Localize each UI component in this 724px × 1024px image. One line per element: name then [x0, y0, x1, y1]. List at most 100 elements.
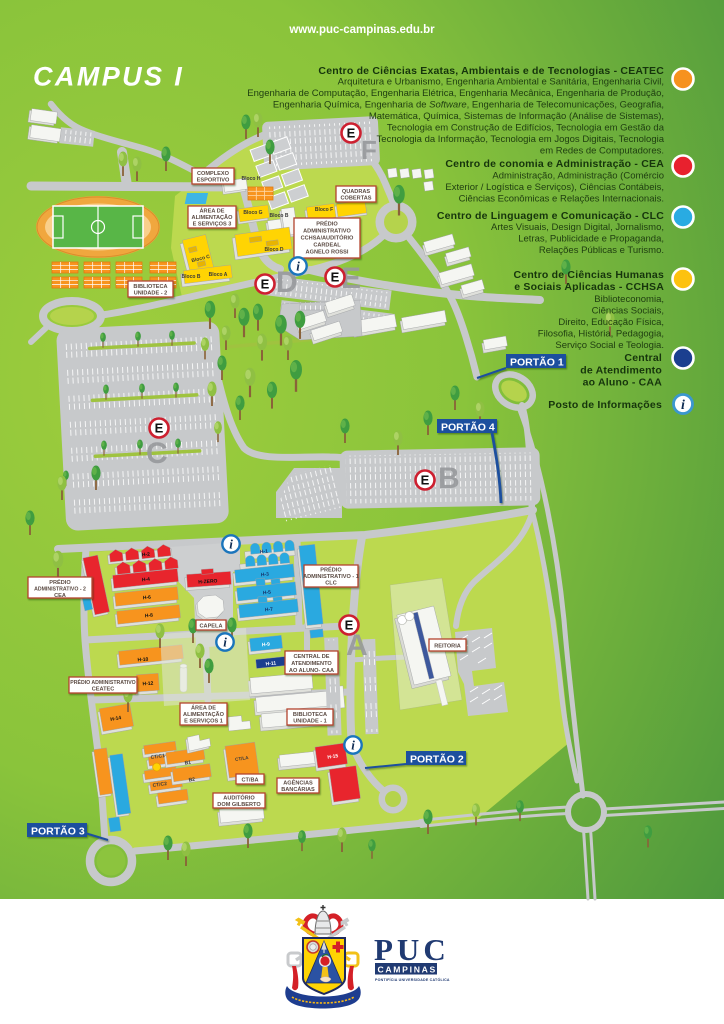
svg-text:Filosofia, História, Pedagogia: Filosofia, História, Pedagogia, — [538, 329, 664, 340]
svg-text:Ciências Econômicas e Relações: Ciências Econômicas e Relações Internaci… — [459, 194, 664, 205]
svg-text:Artes Visuais, Design Digital,: Artes Visuais, Design Digital, Jornalism… — [491, 222, 664, 233]
svg-text:H-7: H-7 — [265, 607, 274, 614]
svg-text:H-11: H-11 — [265, 660, 276, 667]
svg-text:CENTRAL DE: CENTRAL DE — [294, 654, 330, 660]
svg-text:CEATEC: CEATEC — [92, 687, 115, 693]
svg-text:C: C — [146, 437, 168, 470]
svg-text:COBERTAS: COBERTAS — [341, 196, 372, 202]
svg-text:Bloco B: Bloco B — [270, 213, 289, 219]
svg-text:B1: B1 — [184, 760, 191, 767]
svg-text:PORTÃO 4: PORTÃO 4 — [441, 421, 495, 434]
svg-text:H-9: H-9 — [262, 642, 271, 649]
svg-text:Matemática, Química, Sistemas: Matemática, Química, Sistemas de Informa… — [369, 111, 664, 122]
svg-text:Centro de conomia e Administra: Centro de conomia e Administração - CEA — [445, 158, 664, 170]
svg-text:ATENDIMENTO: ATENDIMENTO — [291, 661, 332, 667]
svg-text:AO ALUNO- CAA: AO ALUNO- CAA — [289, 668, 334, 674]
svg-text:CT/C1: CT/C1 — [150, 753, 165, 761]
svg-text:ÁREA DE: ÁREA DE — [200, 208, 225, 215]
svg-text:CAPELA: CAPELA — [200, 624, 223, 630]
svg-text:H-8: H-8 — [145, 613, 154, 620]
svg-text:H-15: H-15 — [327, 753, 339, 760]
svg-text:Serviço Social e Teologia.: Serviço Social e Teologia. — [555, 340, 664, 351]
svg-text:PONTIFÍCIA UNIVERSIDADE CATÓLI: PONTIFÍCIA UNIVERSIDADE CATÓLICA — [375, 977, 450, 982]
svg-text:Biblioteconomia,: Biblioteconomia, — [594, 294, 664, 305]
svg-text:E SERVIÇOS 1: E SERVIÇOS 1 — [184, 719, 223, 725]
svg-text:DOM GILBERTO: DOM GILBERTO — [217, 802, 261, 808]
svg-text:PORTÃO 2: PORTÃO 2 — [410, 753, 464, 766]
svg-text:H-6: H-6 — [143, 595, 152, 602]
svg-text:PUC: PUC — [374, 932, 450, 967]
svg-text:AUDITÓRIO: AUDITÓRIO — [223, 794, 255, 802]
svg-text:A: A — [346, 629, 368, 662]
svg-text:Engenharia Química, Engenharia: Engenharia Química, Engenharia de Softwa… — [273, 100, 664, 111]
svg-text:ALIMENTAÇÃO: ALIMENTAÇÃO — [192, 214, 234, 221]
svg-text:CEA: CEA — [54, 593, 66, 599]
svg-text:Posto de Informações: Posto de Informações — [548, 399, 662, 411]
svg-text:H-3: H-3 — [261, 572, 270, 579]
svg-text:H-10: H-10 — [137, 657, 148, 664]
svg-text:Relações Públicas e Turismo.: Relações Públicas e Turismo. — [539, 245, 664, 256]
svg-text:H-4: H-4 — [142, 577, 151, 584]
svg-text:COMPLEXO: COMPLEXO — [197, 171, 230, 177]
svg-text:ÁREA DE: ÁREA DE — [191, 705, 216, 712]
svg-text:CARDEAL: CARDEAL — [313, 243, 341, 249]
svg-text:UNIDADE - 1: UNIDADE - 1 — [293, 719, 327, 725]
svg-text:de Atendimento: de Atendimento — [580, 365, 662, 377]
svg-text:BIBLIOTECA: BIBLIOTECA — [293, 712, 327, 718]
svg-text:E: E — [341, 262, 361, 295]
svg-text:Bloco D: Bloco D — [265, 247, 284, 253]
svg-text:CT/LA: CT/LA — [235, 755, 250, 762]
svg-text:CLC: CLC — [325, 581, 337, 587]
svg-text:D: D — [276, 266, 298, 299]
svg-text:ESPORTIVO: ESPORTIVO — [197, 178, 230, 184]
svg-text:Administração, Administração (: Administração, Administração (Comércio — [492, 171, 664, 182]
svg-text:Centro de Linguagem e Comunica: Centro de Linguagem e Comunicação - CLC — [437, 210, 664, 222]
svg-text:CCHSA/AUDITÓRIO: CCHSA/AUDITÓRIO — [301, 234, 354, 242]
svg-text:Direito, Educação Física,: Direito, Educação Física, — [558, 317, 664, 328]
svg-text:Letras, Publicidade e Propagan: Letras, Publicidade e Propaganda, — [518, 234, 664, 245]
svg-text:PORTÃO 3: PORTÃO 3 — [31, 825, 85, 838]
svg-text:QUADRAS: QUADRAS — [342, 189, 371, 195]
svg-text:CT/C2: CT/C2 — [152, 781, 167, 789]
svg-text:CAMPUS I: CAMPUS I — [33, 62, 184, 92]
svg-text:Tecnologia da Informação, Tecn: Tecnologia da Informação, Tecnologia em … — [377, 134, 665, 145]
svg-text:H-12: H-12 — [142, 681, 153, 688]
svg-text:F: F — [361, 135, 377, 165]
svg-text:Bloco B: Bloco B — [182, 274, 201, 280]
svg-text:CAMPINAS: CAMPINAS — [378, 965, 437, 975]
svg-text:UNIDADE - 2: UNIDADE - 2 — [134, 291, 168, 297]
svg-text:B2: B2 — [188, 777, 195, 784]
svg-text:BANCÁRIAS: BANCÁRIAS — [281, 786, 315, 793]
svg-text:H-2: H-2 — [142, 552, 151, 559]
svg-text:Ciências Sociais,: Ciências Sociais, — [592, 306, 664, 317]
svg-text:www.puc-campinas.edu.br: www.puc-campinas.edu.br — [288, 24, 435, 36]
svg-text:ADMINISTRATIVO: ADMINISTRATIVO — [303, 229, 351, 235]
svg-text:Centro de Ciências Exatas, Amb: Centro de Ciências Exatas, Ambientais e … — [318, 65, 664, 77]
svg-text:ADMINISTRATIVO - 2: ADMINISTRATIVO - 2 — [34, 587, 86, 593]
svg-text:Bloco A: Bloco A — [209, 272, 228, 278]
svg-text:B: B — [438, 462, 460, 495]
svg-text:PRÉDIO: PRÉDIO — [316, 220, 338, 228]
svg-text:Bloco C: Bloco C — [191, 254, 211, 264]
svg-text:Bloco F: Bloco F — [315, 207, 333, 213]
svg-text:ALIMENTAÇÃO: ALIMENTAÇÃO — [183, 711, 225, 718]
svg-text:i: i — [681, 398, 685, 413]
svg-text:H-5: H-5 — [263, 590, 272, 597]
svg-text:Bloco G: Bloco G — [243, 210, 262, 216]
svg-text:PRÉDIO: PRÉDIO — [49, 578, 71, 586]
svg-text:PORTÃO 1: PORTÃO 1 — [510, 356, 564, 369]
svg-text:em Redes de Computadores.: em Redes de Computadores. — [540, 146, 664, 157]
svg-text:ADMINISTRATIVO - 1: ADMINISTRATIVO - 1 — [303, 574, 359, 580]
svg-text:AGNELO ROSSI: AGNELO ROSSI — [306, 250, 349, 256]
svg-text:Bloco H: Bloco H — [242, 176, 261, 182]
svg-text:PRÉDIO ADMINISTRATIVO: PRÉDIO ADMINISTRATIVO — [70, 678, 135, 686]
svg-text:AGÊNCIAS: AGÊNCIAS — [283, 779, 313, 787]
svg-text:ao Aluno - CAA: ao Aluno - CAA — [583, 377, 663, 389]
svg-text:PRÉDIO: PRÉDIO — [320, 566, 342, 574]
svg-text:Tecnologia em Construção de Ed: Tecnologia em Construção de Edifícios, T… — [387, 123, 665, 134]
svg-text:H-ZERO: H-ZERO — [198, 578, 218, 585]
svg-text:Engenharia de Computação, Enge: Engenharia de Computação, Engenharia Elé… — [247, 88, 664, 99]
svg-text:H-14: H-14 — [110, 715, 122, 723]
svg-text:E SERVIÇOS 3: E SERVIÇOS 3 — [193, 222, 232, 228]
svg-text:REITORIA: REITORIA — [434, 644, 461, 650]
